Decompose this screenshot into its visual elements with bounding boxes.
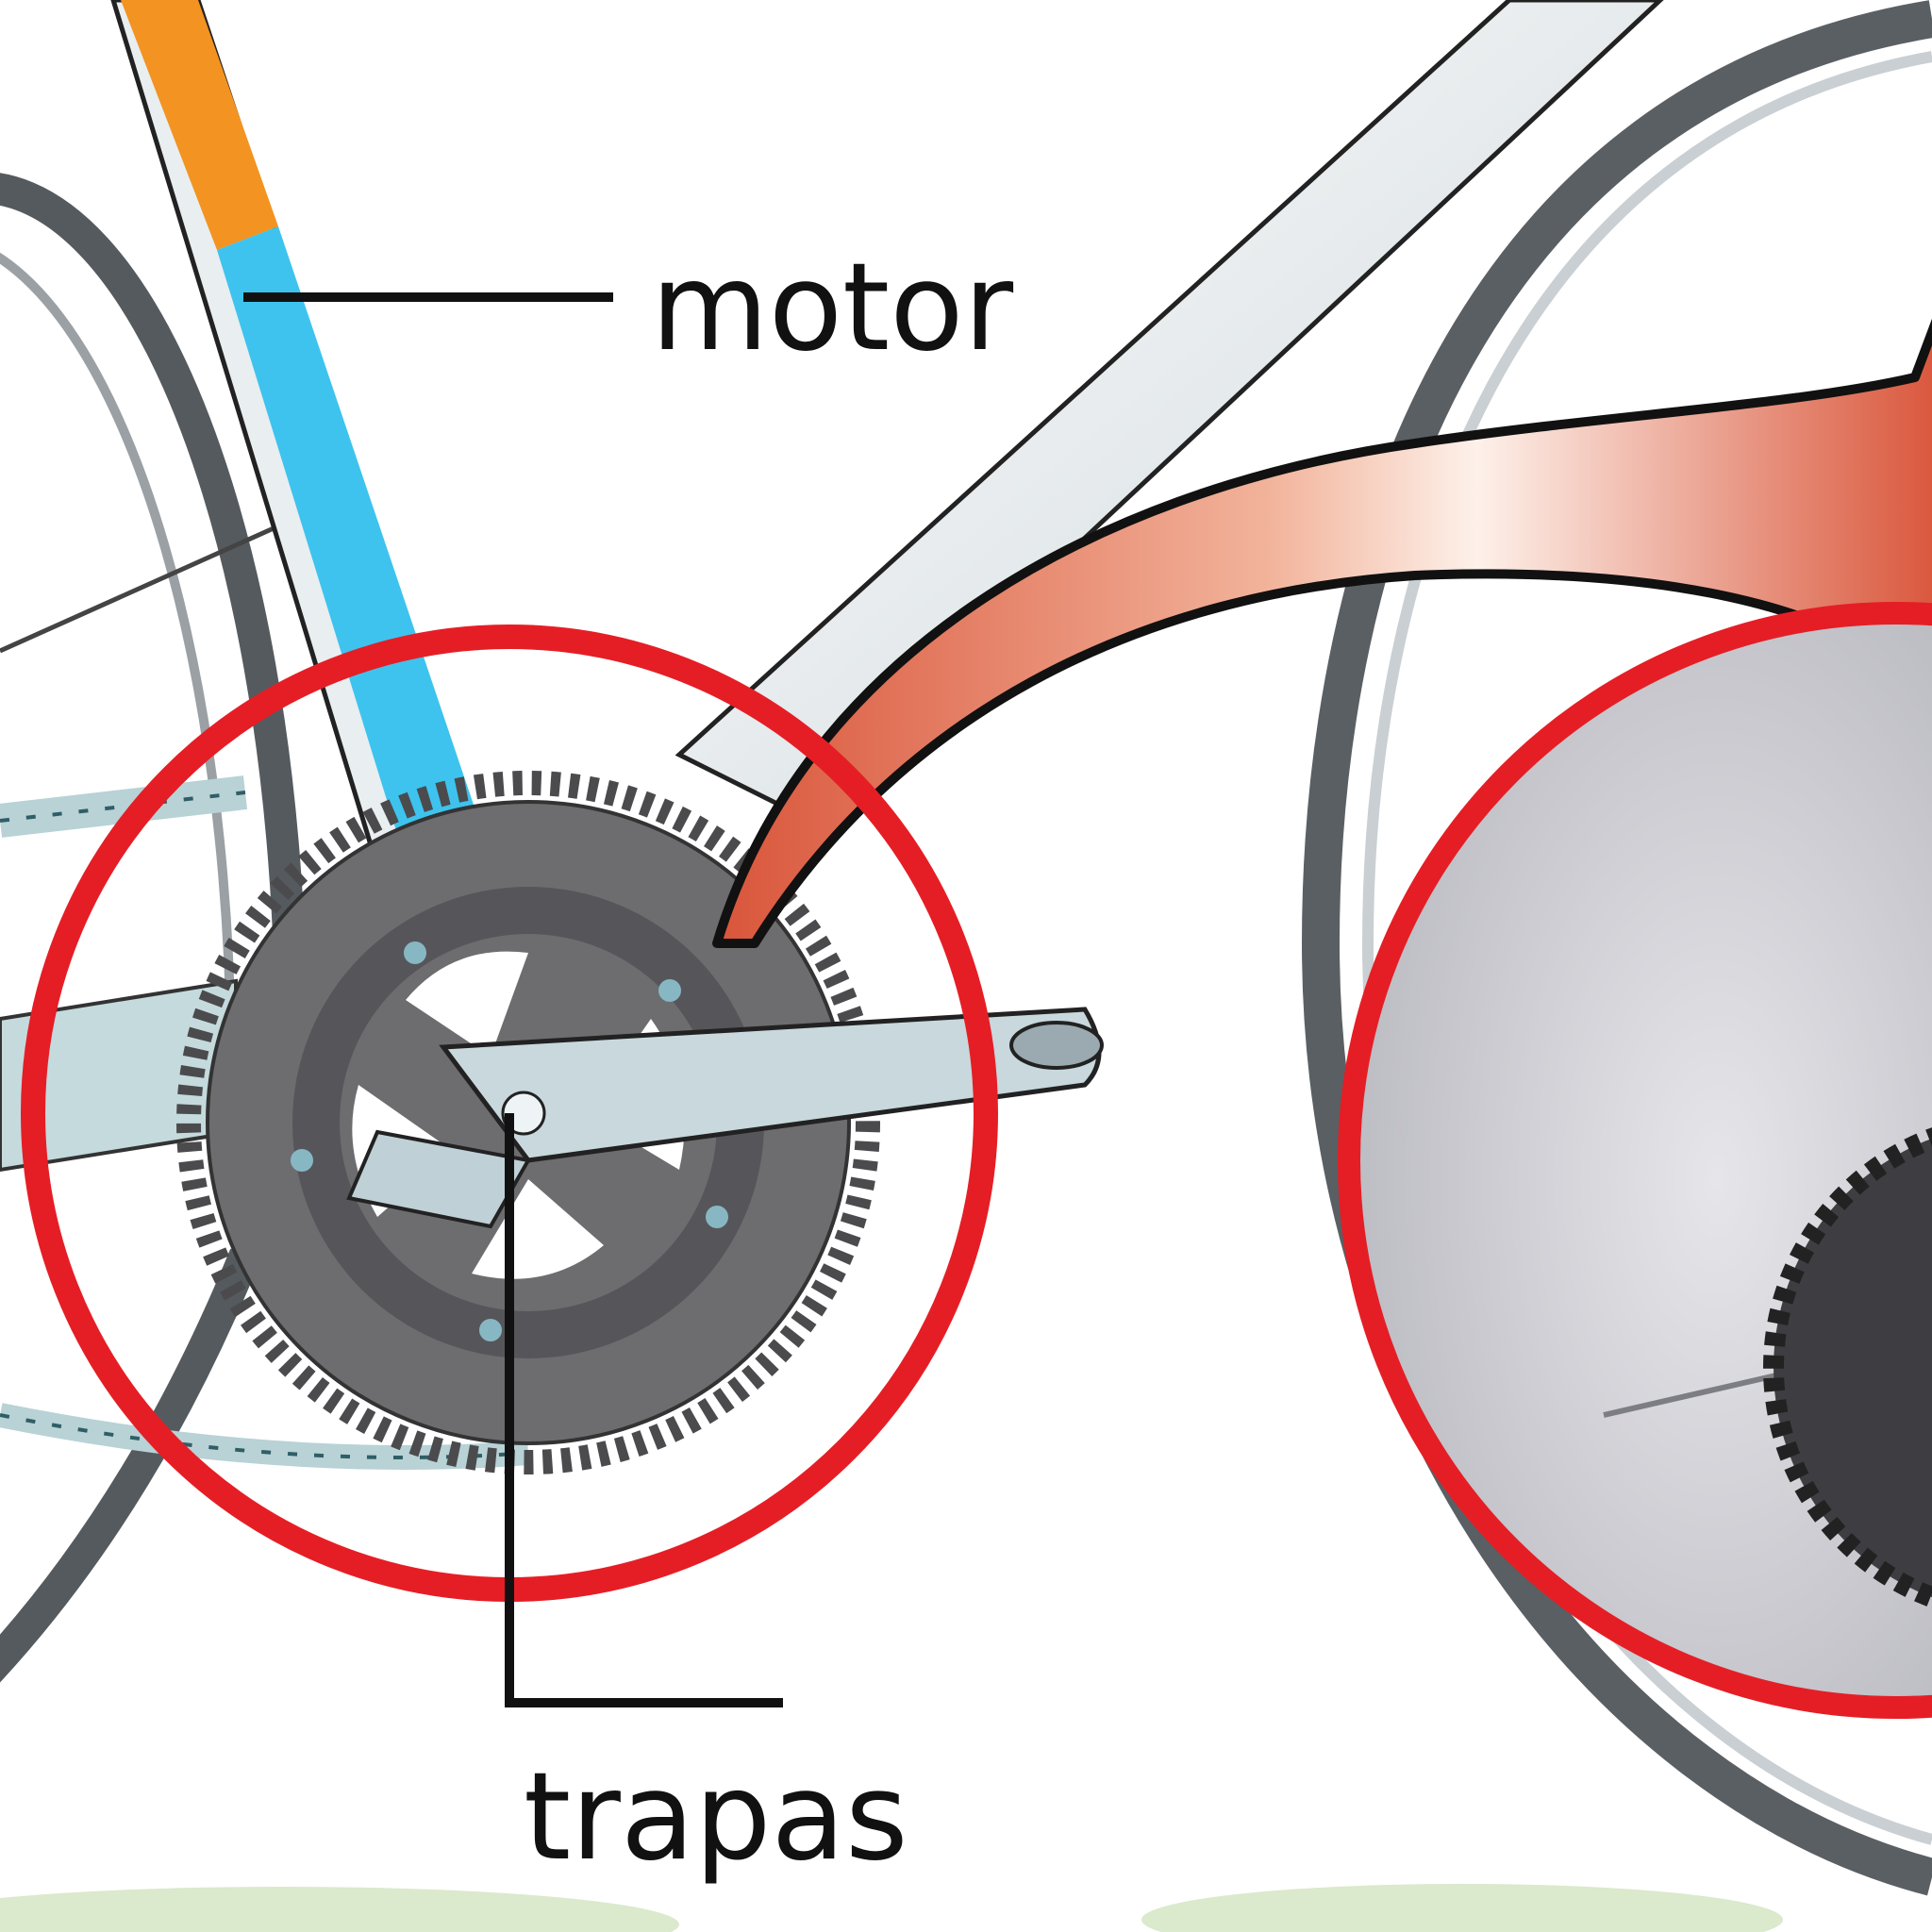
zoom-arrow <box>712 318 1932 948</box>
crank-label: trapas <box>524 1747 908 1888</box>
ground-strip <box>0 1884 1783 1932</box>
crank-arm <box>346 1007 1104 1229</box>
motor-section <box>217 226 524 953</box>
battery-section <box>121 0 278 250</box>
crank-callout-line <box>505 1113 783 1707</box>
down-tube <box>675 0 1664 815</box>
front-wheel <box>1301 0 1932 1896</box>
zoom-detail <box>1338 602 1932 1719</box>
motor-label: motor <box>651 238 1014 378</box>
